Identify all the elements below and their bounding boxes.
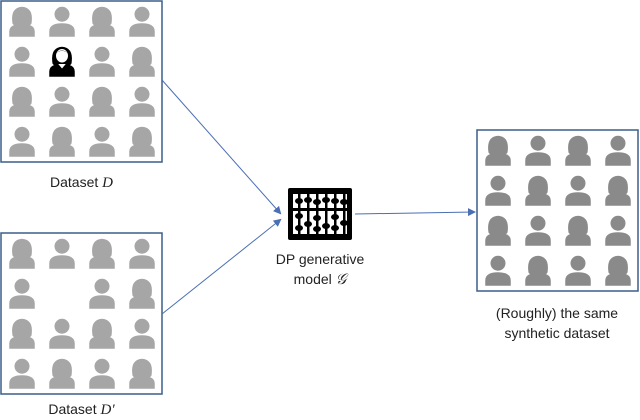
dataset-d-panel [0, 0, 163, 163]
abacus-icon [288, 188, 352, 240]
arrow-d-to-model [161, 79, 282, 215]
arrow-model-to-synthetic [354, 208, 476, 217]
model-label-line2: model 𝒢 [293, 271, 347, 288]
synthetic-label-line2: synthetic dataset [504, 325, 610, 341]
dataset-d-prime-panel [0, 232, 163, 395]
dataset-d-label: Dataset D [50, 174, 113, 191]
arrow-d-prime-to-model [161, 218, 282, 315]
synthetic-dataset-panel [476, 129, 639, 292]
model-label-line1: DP generative [275, 251, 365, 267]
model-label: DP generative model 𝒢 [250, 249, 390, 290]
synthetic-dataset-label: (Roughly) the same synthetic dataset [457, 303, 640, 343]
dataset-d-prime-label: Dataset D′ [48, 401, 115, 418]
synthetic-label-line1: (Roughly) the same [495, 305, 619, 321]
